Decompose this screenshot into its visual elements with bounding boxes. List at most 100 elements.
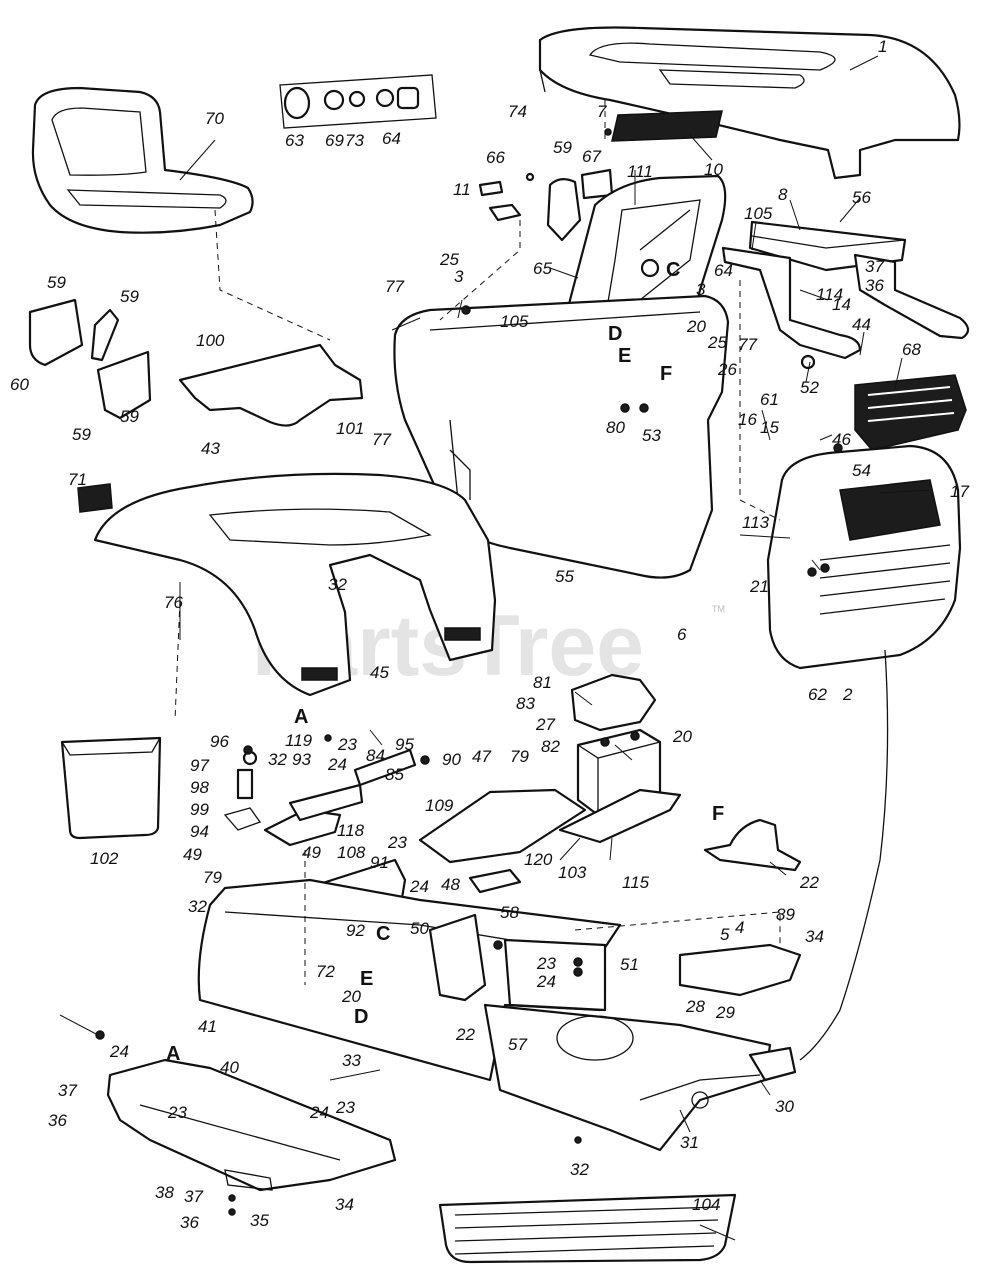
callout-label: 11 bbox=[453, 180, 471, 199]
seat-mount-bracket bbox=[178, 343, 364, 427]
callout-label: 111 bbox=[627, 162, 653, 181]
callout-label: 23 bbox=[337, 735, 357, 754]
callout-label: 90 bbox=[442, 750, 461, 769]
callout-labels: 1 7 10 8 56 105 37 36 114 14 44 68 52 61… bbox=[10, 37, 969, 1232]
callout-label: 23 bbox=[387, 833, 407, 852]
callout-label: 23 bbox=[335, 1098, 355, 1117]
callout-label: 100 bbox=[196, 331, 225, 350]
callout-label: 68 bbox=[902, 340, 921, 359]
callout-label: 70 bbox=[205, 109, 224, 128]
callout-label: 55 bbox=[555, 567, 574, 586]
reference-letter: D bbox=[608, 323, 622, 345]
callout-label: 77 bbox=[385, 277, 404, 296]
callout-label: 25 bbox=[707, 333, 727, 352]
callout-label: 20 bbox=[672, 727, 692, 746]
callout-label: 83 bbox=[516, 694, 535, 713]
callout-label: 97 bbox=[190, 756, 209, 775]
floor-panel bbox=[418, 788, 587, 864]
callout-label: 57 bbox=[508, 1035, 527, 1054]
callout-label: 85 bbox=[385, 765, 404, 784]
callout-label: 115 bbox=[622, 873, 650, 892]
callout-label: 8 bbox=[778, 185, 788, 204]
callout-label: 119 bbox=[285, 731, 313, 750]
reference-letter: C bbox=[376, 923, 390, 945]
callout-label: 59 bbox=[120, 407, 139, 426]
callout-label: 79 bbox=[510, 747, 529, 766]
callout-label: 34 bbox=[805, 927, 824, 946]
callout-label: 36 bbox=[48, 1111, 67, 1130]
callout-label: 4 bbox=[735, 918, 744, 937]
callout-label: 17 bbox=[950, 482, 969, 501]
callout-label: 58 bbox=[500, 903, 519, 922]
callout-label: 16 bbox=[738, 410, 757, 429]
callout-label: 66 bbox=[486, 148, 505, 167]
callout-label: 43 bbox=[201, 439, 220, 458]
battery-tray bbox=[558, 788, 682, 844]
callout-label: 92 bbox=[346, 921, 365, 940]
callout-label: 56 bbox=[852, 188, 871, 207]
callout-label: 114 bbox=[816, 285, 843, 304]
callout-label: 32 bbox=[268, 750, 287, 769]
callout-label: 113 bbox=[742, 513, 770, 532]
callout-label: 24 bbox=[109, 1042, 129, 1061]
hood-panel bbox=[538, 26, 961, 180]
reference-letter: A bbox=[166, 1043, 180, 1065]
callout-label: 108 bbox=[337, 843, 366, 862]
callout-label: 64 bbox=[714, 261, 733, 280]
callout-label: 40 bbox=[220, 1058, 239, 1077]
callout-label: 29 bbox=[715, 1003, 735, 1022]
callout-label: 5 bbox=[720, 925, 730, 944]
callout-label: 31 bbox=[680, 1133, 699, 1152]
callout-label: 103 bbox=[558, 863, 587, 882]
callout-label: 24 bbox=[409, 877, 429, 896]
callout-label: 47 bbox=[472, 747, 491, 766]
callout-label: 80 bbox=[606, 418, 625, 437]
callout-label: 28 bbox=[685, 997, 705, 1016]
callout-label: 79 bbox=[203, 868, 222, 887]
callout-label: 95 bbox=[395, 735, 414, 754]
callout-label: 32 bbox=[570, 1160, 589, 1179]
lever-assembly bbox=[223, 748, 417, 847]
main-frame bbox=[197, 878, 797, 1152]
callout-label: 72 bbox=[316, 962, 335, 981]
callout-label: 105 bbox=[744, 204, 773, 223]
callout-label: 93 bbox=[292, 750, 311, 769]
callout-label: 101 bbox=[336, 419, 364, 438]
callout-label: 84 bbox=[366, 746, 385, 765]
tank-support-bracket bbox=[721, 220, 970, 370]
callout-label: 102 bbox=[90, 849, 119, 868]
callout-label: 36 bbox=[865, 276, 884, 295]
callout-label: 98 bbox=[190, 778, 209, 797]
callout-label: 120 bbox=[524, 850, 553, 869]
front-nose-housing bbox=[766, 444, 962, 670]
pedal-plate bbox=[468, 868, 522, 894]
reference-letter: E bbox=[618, 345, 631, 367]
callout-label: 52 bbox=[800, 378, 819, 397]
callout-label: 74 bbox=[508, 102, 527, 121]
callout-label: 23 bbox=[167, 1103, 187, 1122]
reference-letter: F bbox=[712, 803, 724, 825]
battery-box bbox=[60, 736, 162, 840]
callout-label: 53 bbox=[642, 426, 661, 445]
callout-label: 96 bbox=[210, 732, 229, 751]
callout-label: 77 bbox=[372, 430, 391, 449]
floor-mat bbox=[438, 1193, 737, 1264]
callout-label: 14 bbox=[832, 295, 851, 314]
callout-label: 61 bbox=[760, 390, 779, 409]
callout-label: 54 bbox=[852, 461, 871, 480]
callout-label: 37 bbox=[58, 1081, 77, 1100]
callout-label: 21 bbox=[749, 577, 769, 596]
callout-label: 89 bbox=[776, 905, 795, 924]
leader-lines bbox=[59, 55, 931, 1241]
battery-hold-down bbox=[570, 673, 657, 732]
callout-label: 35 bbox=[250, 1211, 269, 1230]
callout-label: 109 bbox=[425, 796, 454, 815]
callout-label: 7 bbox=[597, 102, 607, 121]
reference-letter: D bbox=[354, 1006, 368, 1028]
callout-label: 41 bbox=[198, 1017, 217, 1036]
reference-letter: A bbox=[294, 706, 308, 728]
callout-label: 73 bbox=[345, 131, 364, 150]
callout-label: 48 bbox=[441, 875, 460, 894]
grille-insert-slats bbox=[867, 386, 955, 422]
